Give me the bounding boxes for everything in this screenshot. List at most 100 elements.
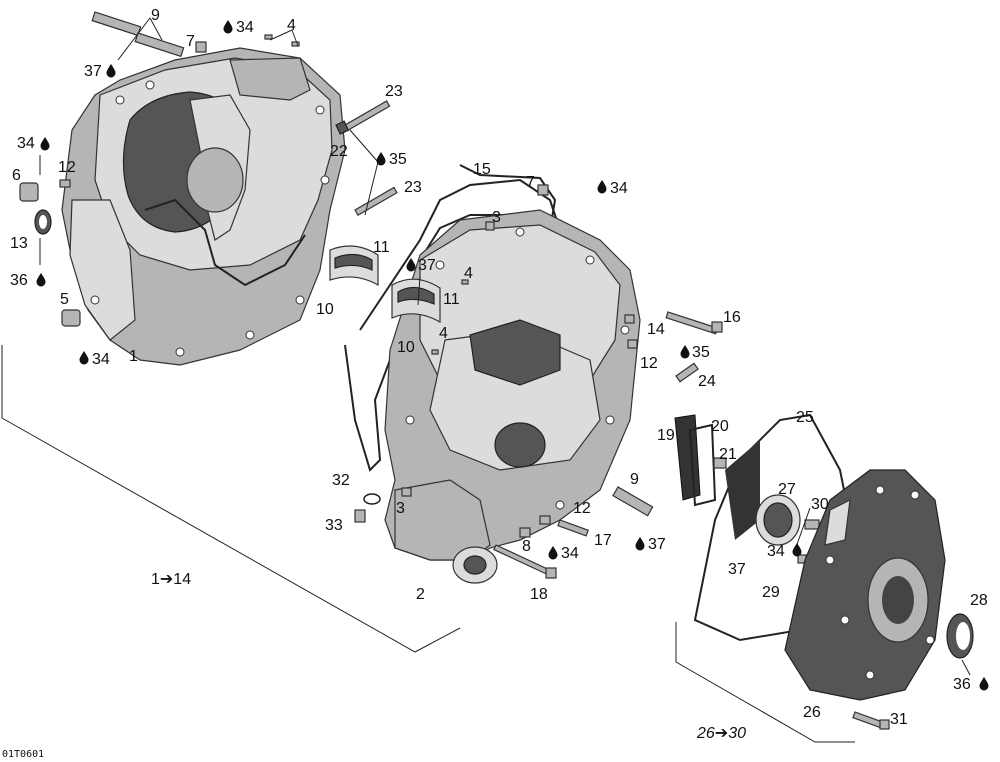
callout-29: 29 [762,584,780,601]
callout-37: 37 [728,561,746,578]
plug-7-right [537,184,549,196]
plug-8 [519,527,531,538]
callout-7: 7 [186,33,195,50]
callout-labels: 9 7 34 4 37 23 34 12 22 35 15 7 34 6 23 … [10,7,988,728]
callout-12: 12 [58,159,76,176]
callout-18: 18 [530,586,548,603]
callout-20: 20 [711,418,729,435]
pin-3-lower [401,487,412,497]
callout-24: 24 [698,373,716,390]
side-cover-26 [784,469,946,701]
callout-27: 27 [778,481,796,498]
dowel-pins-9-top [91,11,185,58]
callout-34: 34 [17,135,35,152]
callout-34: 34 [561,545,579,562]
callout-12: 12 [640,355,658,372]
callout-6: 6 [12,167,21,184]
crankcase-half-center [344,164,641,584]
bearing-27 [755,494,801,546]
callout-26: 26 [803,704,821,721]
callout-23: 23 [404,179,422,196]
callout-10: 10 [397,339,415,356]
callout-13: 13 [10,235,28,252]
main-bearing-upper [329,245,379,287]
callout-4: 4 [439,325,448,342]
stud-24 [675,362,699,383]
callout-11: 11 [443,291,460,308]
callout-19: 19 [657,427,675,444]
crankcase-half-left [61,47,346,366]
callout-14: 14 [647,321,665,338]
callout-35: 35 [692,344,710,361]
callout-16: 16 [723,309,741,326]
dowel-9-lower [612,486,654,517]
bolt-18 [493,544,557,579]
callout-33: 33 [325,517,343,534]
pins-4-top [264,34,300,47]
sleeve-22 [335,120,350,135]
pin-12-left [59,179,71,188]
plug-7-top [195,41,207,53]
callout-4: 4 [287,17,296,34]
callout-8: 8 [522,538,531,555]
callout-7: 7 [526,174,535,191]
callout-12: 12 [573,500,591,517]
stud-23-upper [344,100,391,132]
callout-25: 25 [796,409,814,426]
gasket-25 [693,413,852,642]
oil-seal-28 [946,613,974,659]
callout-36: 36 [953,676,971,693]
oil-seal-13 [34,209,52,235]
callout-10: 10 [316,301,334,318]
callout-22: 22 [330,143,348,160]
bolt-17 [557,519,589,537]
ring-32 [363,493,381,505]
callout-28: 28 [970,592,988,609]
pin-14 [624,314,635,324]
callout-34: 34 [92,351,110,368]
callout-2: 2 [416,586,425,603]
range-label-26-30: 26➔30 [696,725,746,742]
callout-36: 36 [10,272,28,289]
callout-15: 15 [473,161,491,178]
callout-34: 34 [610,180,628,197]
callout-32: 32 [332,472,350,489]
bolt-16 [665,311,723,335]
callout-37: 37 [84,63,102,80]
callout-34: 34 [236,19,254,36]
callout-35: 35 [389,151,407,168]
callout-4: 4 [464,265,473,282]
bolt-21 [713,457,727,469]
callout-30: 30 [811,496,829,513]
pin-12-lower [539,515,551,525]
bolt-33 [354,509,366,523]
callout-11: 11 [373,239,390,256]
callout-23: 23 [385,83,403,100]
pins-3-4-center [431,221,495,355]
leader-lines [39,17,971,676]
callout-3: 3 [492,209,501,226]
group-bracket-26-30 [675,622,855,743]
callout-9: 9 [630,471,639,488]
main-bearing-lower [391,278,441,324]
gasket-20 [688,423,717,507]
callout-5: 5 [60,291,69,308]
callout-34: 34 [767,543,785,560]
callout-17: 17 [594,532,612,549]
callout-9: 9 [151,7,160,24]
callout-37: 37 [648,536,666,553]
pin-12-right [627,339,638,349]
callout-3: 3 [396,500,405,517]
callout-37: 37 [418,257,436,274]
diagram-code: 01T0601 [2,749,44,760]
plug-5 [61,309,81,327]
callout-31: 31 [890,711,908,728]
stud-23-lower [354,186,398,217]
range-label-1-14: 1➔14 [151,571,191,588]
bolt-31 [852,711,890,730]
callout-1: 1 [129,348,138,365]
callout-21: 21 [719,446,737,463]
group-bracket-1-14 [1,345,461,653]
plug-6 [19,182,39,202]
